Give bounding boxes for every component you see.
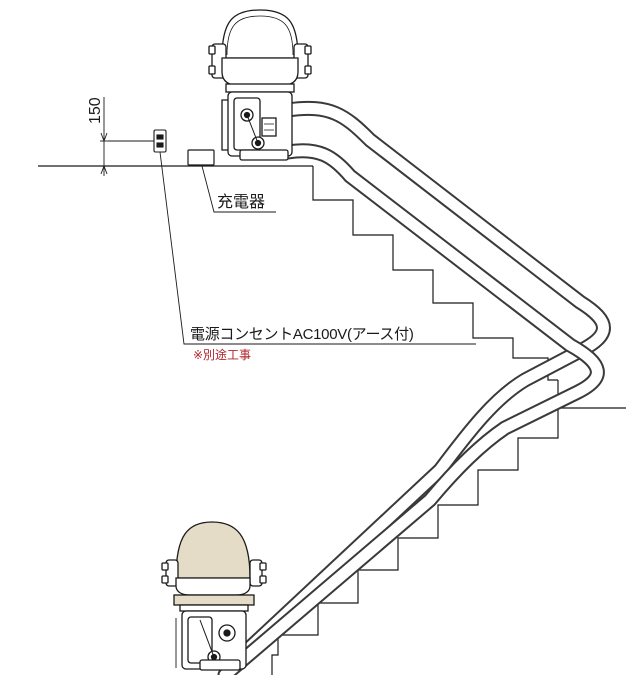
rail-inner-inner [219,145,603,675]
upper-staircase [312,166,558,381]
lower-staircase [271,408,559,675]
charger-label: 充電器 [217,193,265,211]
rail-outer [220,100,611,675]
upper-backrest [221,9,299,59]
outlet-label: 電源コンセントAC100V(アース付) [190,326,414,343]
outlet-leader [159,151,476,345]
rail-outer-inner [222,102,609,674]
upper-seat [221,57,299,87]
lower-backrest [175,521,251,579]
charger-box [187,149,215,166]
upper-stair-lift-chair [208,9,312,161]
note-label: ※別途工事 [193,347,251,362]
lower-right-armrest [249,559,263,587]
rail [217,100,611,675]
dimension-150 [100,97,156,176]
dimension-label: 150 [87,97,104,124]
lower-seat [175,577,251,596]
charger-leader [201,165,276,213]
lower-left-armrest [165,559,179,587]
lower-stair-lift-chair [161,521,267,671]
power-outlet [153,129,167,153]
